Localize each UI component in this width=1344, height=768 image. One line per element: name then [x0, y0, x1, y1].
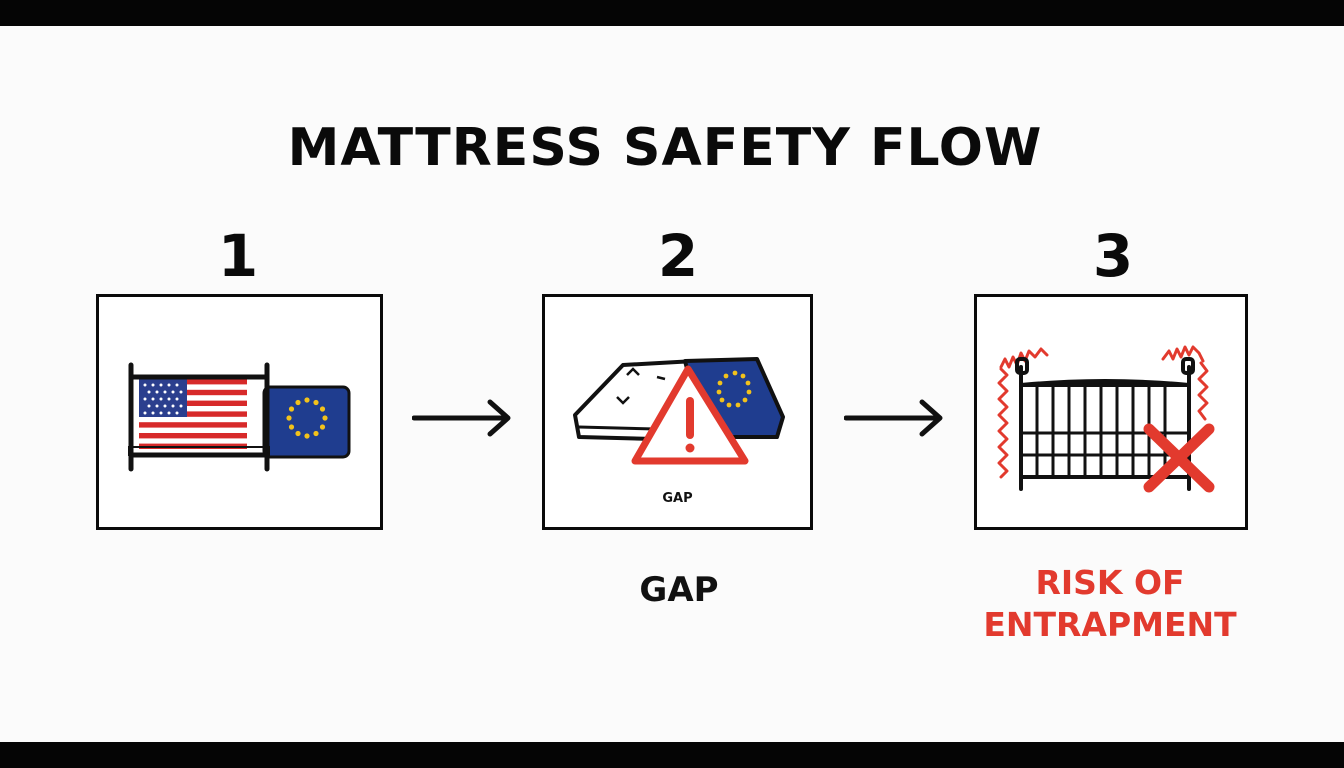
eu-stars — [286, 397, 328, 439]
danger-squiggles — [997, 345, 1209, 479]
eu-stars — [716, 370, 752, 408]
step-1-panel — [96, 294, 383, 530]
step-3-caption-line-2: ENTRAPMENT — [983, 605, 1237, 644]
step-3-panel — [974, 294, 1248, 530]
step-2-panel: GAP — [542, 294, 813, 530]
step-3-number: 3 — [1092, 222, 1134, 290]
bottom-letterbox-bar — [0, 742, 1344, 768]
arrow-right-icon — [844, 399, 943, 437]
step-1-number: 1 — [217, 222, 259, 290]
us-flag — [139, 379, 247, 449]
us-eu-crib-mattress-icon — [128, 362, 351, 472]
step-2-number: 2 — [657, 222, 699, 290]
step-2-caption: GAP — [639, 570, 719, 610]
step-2-inner-label: GAP — [662, 491, 693, 506]
mattress-gap-warning-icon — [573, 357, 785, 465]
step-3-caption-line-1: RISK OF — [1035, 563, 1185, 602]
crib-slats — [1021, 387, 1189, 477]
top-letterbox-bar — [0, 0, 1344, 26]
diagram-title: MATTRESS SAFETY FLOW — [287, 118, 1043, 178]
step-3-caption: RISK OF ENTRAPMENT — [960, 562, 1260, 646]
crib-entrapment-risk-icon — [997, 345, 1215, 493]
arrow-right-icon — [412, 399, 511, 437]
red-x-icon — [1143, 423, 1215, 493]
